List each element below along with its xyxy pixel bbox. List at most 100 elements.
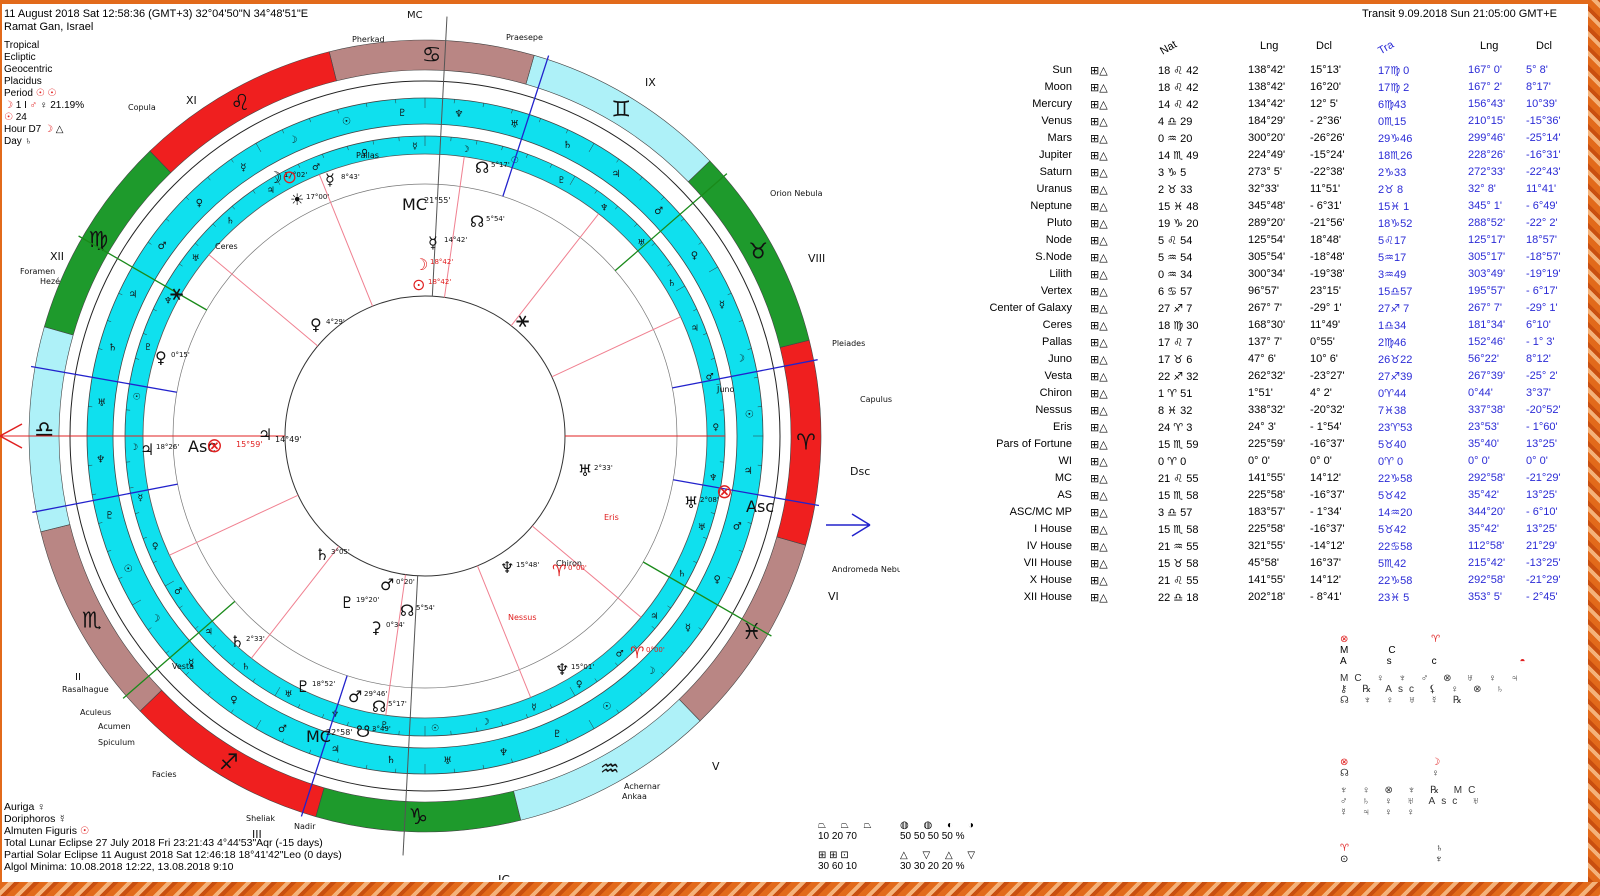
star-label: Ankaa — [622, 792, 647, 801]
ring-planet-glyph: ☽ — [646, 666, 655, 677]
degree-tick — [569, 687, 576, 696]
transit-longitude: 195°57' — [1468, 285, 1506, 297]
star-label: Foramen — [20, 267, 55, 276]
transit-declination: - 6°17' — [1526, 285, 1558, 297]
natal-declination: 14°12' — [1310, 574, 1341, 586]
natal-longitude: 47° 6' — [1248, 353, 1276, 365]
aspect-icons: ⊞△ — [1090, 133, 1108, 145]
degree-tick — [667, 263, 671, 267]
transit-position: 23♈53 — [1378, 422, 1413, 434]
col-dcl: Dcl — [1316, 40, 1332, 52]
transit-planet-glyph: ☋ — [356, 722, 370, 741]
star-label: Pallas — [356, 151, 379, 160]
degree-tick — [565, 129, 569, 134]
transit-asc-label: Asc — [746, 497, 774, 516]
planet-name: Moon — [1044, 81, 1072, 93]
star-label: Nessus — [508, 613, 536, 622]
aspect-icons: ⊞△ — [1090, 592, 1108, 604]
zodiac-sign-glyph: ♑ — [408, 805, 428, 830]
natal-position: 24 ♈ 3 — [1158, 422, 1193, 434]
aspect-icons: ⊞△ — [1090, 337, 1108, 349]
degree-tick — [476, 140, 478, 145]
transit-longitude: 344°20' — [1468, 506, 1506, 518]
natal-longitude: 321°55' — [1248, 540, 1286, 552]
ring-planet-glyph: ♃ — [128, 290, 137, 301]
natal-planet-degree: 15°48' — [516, 561, 539, 569]
aspect-icons: ⊞△ — [1090, 252, 1108, 264]
aspect-icons: ⊞△ — [1090, 320, 1108, 332]
zodiac-sign-glyph: ♐ — [219, 751, 239, 776]
ring-planet-glyph: ☽ — [288, 135, 297, 146]
natal-planet-degree: 0°20' — [396, 578, 415, 586]
aspect-icons: ⊞△ — [1090, 388, 1108, 400]
ring-planet-glyph: ♀ — [196, 198, 203, 209]
ring-planet-glyph: ♅ — [510, 120, 519, 131]
house-cusp-line — [510, 213, 600, 326]
transit-cusp-line — [642, 561, 772, 637]
transit-position: 26♉22 — [1378, 354, 1413, 366]
degree-tick — [366, 764, 368, 769]
natal-declination: 0° 0' — [1310, 455, 1332, 467]
planet-name: Saturn — [1039, 166, 1072, 178]
degree-tick — [98, 522, 103, 524]
ring-planet-glyph: ♃ — [205, 628, 213, 638]
degree-tick — [147, 241, 152, 245]
ring-planet-glyph: ♂ — [312, 163, 320, 173]
ring-planet-glyph: ☿ — [240, 163, 246, 174]
degree-tick — [660, 196, 665, 201]
ring-planet-glyph: ♃ — [331, 744, 340, 755]
degree-tick — [703, 333, 707, 335]
transit-planet-degree: 0°00' — [646, 646, 665, 654]
aspect-icons: ⊞△ — [1090, 507, 1108, 519]
natal-declination: 0°55' — [1310, 336, 1335, 348]
natal-longitude: 224°49' — [1248, 149, 1286, 161]
natal-position: 19 ♑ 20 — [1158, 218, 1199, 230]
transit-declination: -25°14' — [1526, 132, 1561, 144]
aspect-icons: ⊞△ — [1090, 439, 1108, 451]
transit-longitude: 267° 7' — [1468, 302, 1503, 314]
natal-declination: 14°12' — [1310, 472, 1341, 484]
natal-position: 5 ♌ 54 — [1158, 235, 1193, 247]
degree-tick — [372, 727, 374, 732]
astrology-chart-wheel[interactable]: ♏♐♑♒♓♈♉♊♋♌♍♎☉♀☽♂☿♃♀♄♂♅♃♆♄♇♅☉♆☽♇☿☉♀☽♂☿♃♀♄… — [0, 0, 900, 880]
transit-declination: -16°31' — [1526, 149, 1561, 161]
natal-position: 3 ♑ 5 — [1158, 167, 1187, 179]
ring-planet-glyph: ♄ — [678, 570, 686, 580]
planet-name: Sun — [1052, 64, 1072, 76]
ring-planet-glyph: ♅ — [443, 756, 452, 767]
star-label: Chiron — [556, 559, 582, 568]
aspect-mini-grid-2: ⊗ ☽ ☊ ♀ ♆ ♀ ⊗ ♆ ℞ MC ♂ ♄ ♀ ♅ Asc ♅ ☿ ♃ ♀… — [1340, 757, 1486, 818]
